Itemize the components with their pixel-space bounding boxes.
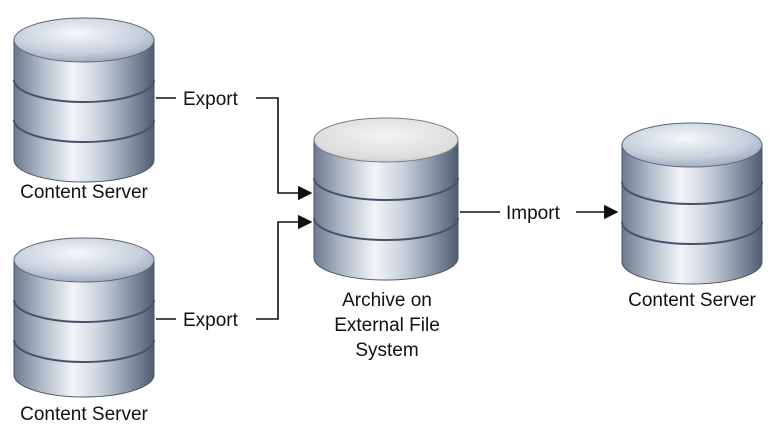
export-label-1: Export [183,89,239,110]
content-server-database-icon [13,237,155,398]
archive-label-line-3: System [355,340,418,361]
archive-label-line-2: External File [334,315,440,336]
target-label: Content Server [628,290,756,311]
source-1-label: Content Server [20,182,148,203]
export-arrow-1 [256,97,313,201]
content-server-database-icon [13,17,155,183]
export-label-2: Export [183,310,239,331]
archive-database-icon [313,117,459,281]
content-server-database-icon [621,122,763,285]
archive-label-line-1: Archive on [342,290,432,311]
import-label: Import [506,203,561,224]
export-arrow-2 [256,214,313,320]
source-2-label: Content Server [20,404,148,425]
